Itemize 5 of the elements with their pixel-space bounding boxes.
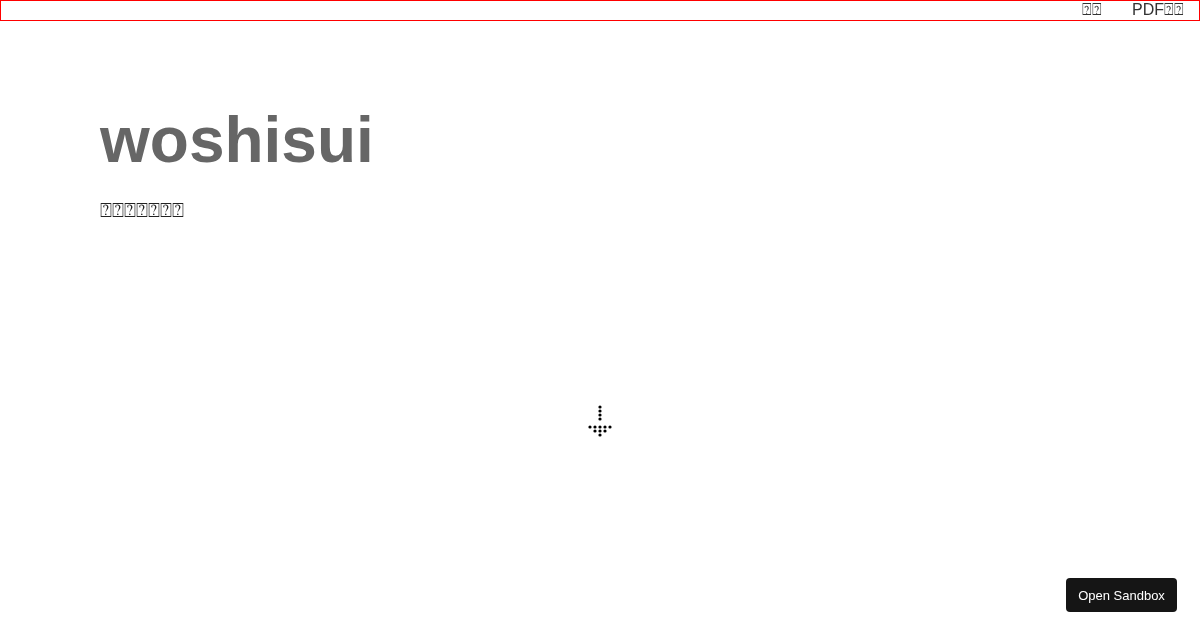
page-title: woshisui bbox=[100, 104, 374, 176]
open-sandbox-button: Open Sandbox bbox=[1066, 578, 1177, 612]
subtitle: ⍰⍰⍰⍰⍰⍰⍰ bbox=[100, 198, 184, 222]
nav-link: PDF⍰⍰ bbox=[1132, 1, 1184, 19]
nav-link: ⍰⍰ bbox=[1082, 1, 1102, 19]
